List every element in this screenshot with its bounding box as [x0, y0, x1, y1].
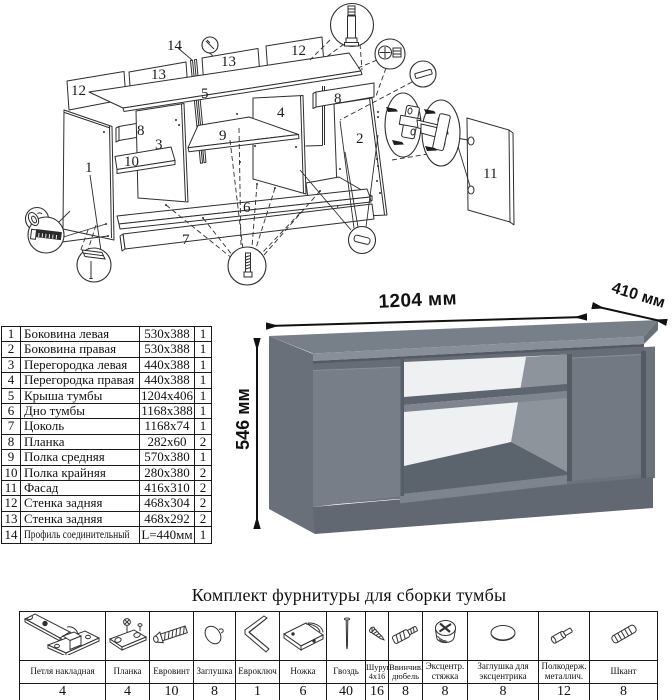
svg-text:13: 13: [151, 67, 166, 83]
svg-text:13: 13: [221, 54, 236, 70]
svg-text:3: 3: [155, 137, 163, 153]
svg-text:12: 12: [291, 43, 306, 59]
svg-text:1: 1: [85, 160, 93, 176]
svg-text:12: 12: [71, 83, 86, 99]
svg-text:7: 7: [182, 232, 190, 248]
svg-text:5: 5: [201, 86, 209, 102]
svg-text:6: 6: [243, 200, 251, 216]
svg-text:2: 2: [356, 131, 364, 147]
svg-text:8: 8: [137, 123, 145, 139]
svg-text:410 мм: 410 мм: [610, 280, 667, 312]
svg-text:14: 14: [167, 38, 183, 54]
svg-text:8: 8: [334, 91, 342, 107]
svg-text:4: 4: [277, 105, 285, 121]
svg-text:10: 10: [124, 154, 139, 170]
svg-text:546 мм: 546 мм: [233, 388, 253, 450]
svg-text:11: 11: [483, 166, 497, 182]
svg-text:1204 мм: 1204 мм: [378, 288, 457, 312]
svg-text:9: 9: [219, 128, 227, 144]
